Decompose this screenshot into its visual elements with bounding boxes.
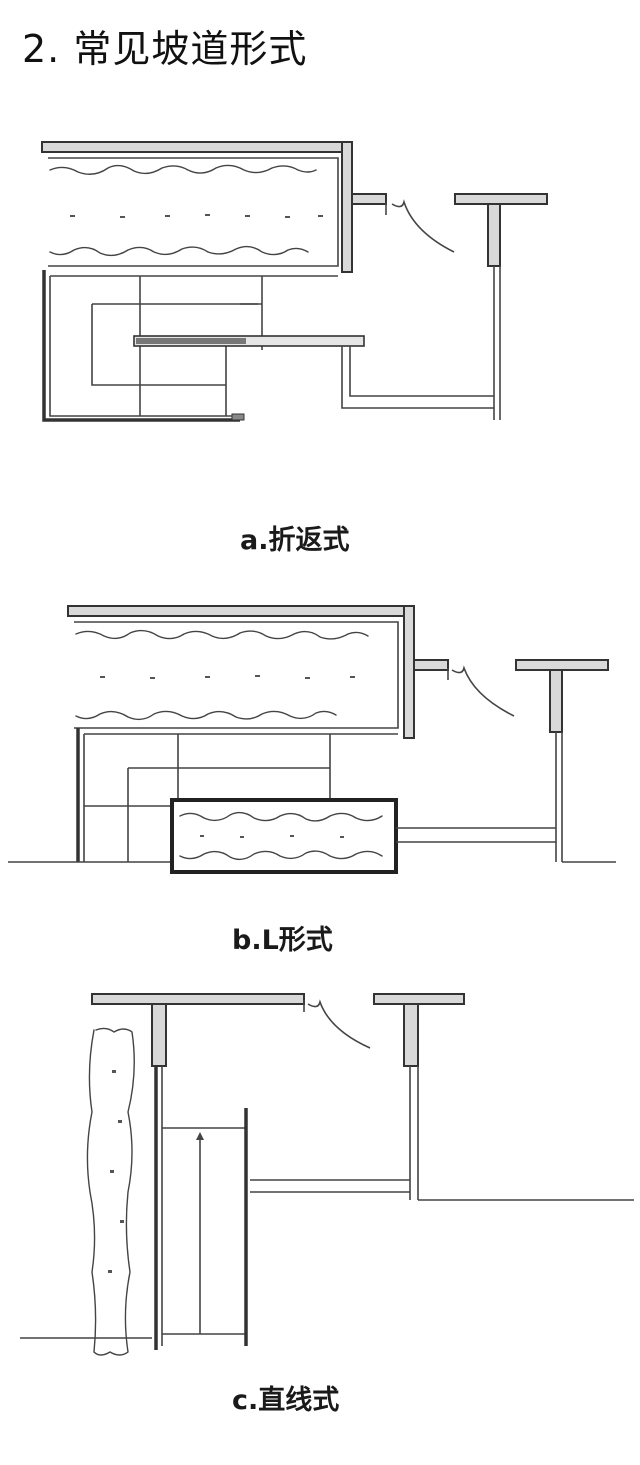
caption-a: a.折返式: [240, 525, 350, 556]
diagram-straight-ramp: [0, 990, 640, 1370]
page-title: 2. 常见坡道形式: [22, 27, 308, 71]
caption-b: b.L形式: [232, 925, 333, 956]
caption-c: c.直线式: [232, 1385, 340, 1416]
diagram-switchback-ramp: [0, 130, 640, 450]
diagram-l-shaped-ramp: [0, 600, 640, 890]
